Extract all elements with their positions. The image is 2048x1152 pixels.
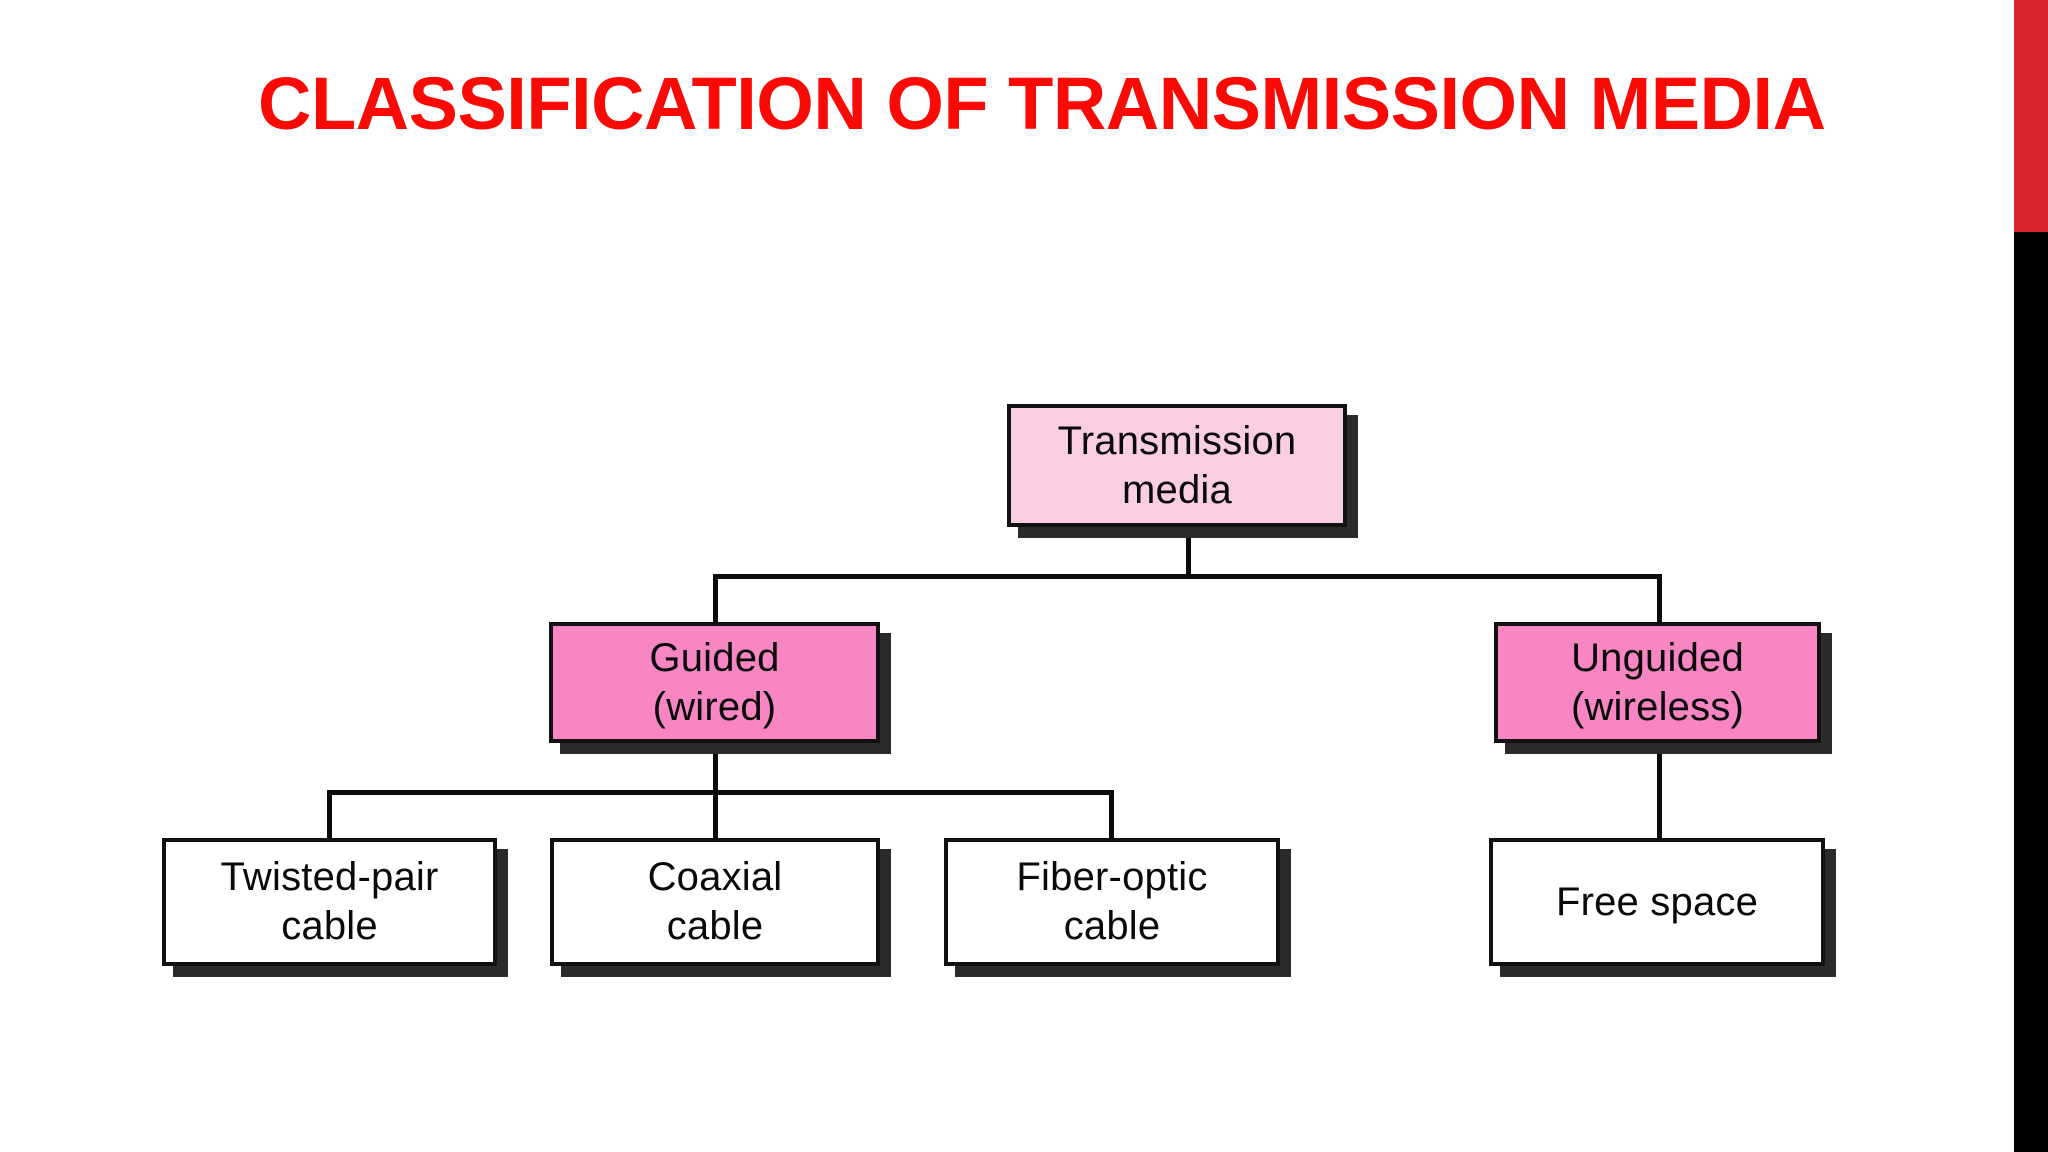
node-label: Twisted-pair cable <box>220 855 439 948</box>
connector-free-space-drop <box>1657 742 1662 840</box>
right-edge-bar-red <box>2014 0 2048 232</box>
node-guided-wired[interactable]: Guided (wired) <box>549 622 880 743</box>
connector-coaxial-drop <box>713 790 718 840</box>
connector-unguided-drop <box>1657 574 1662 622</box>
connector-twisted-pair-drop <box>327 790 332 840</box>
connector-fiber-optic-drop <box>1109 790 1114 840</box>
node-twisted-pair-cable[interactable]: Twisted-pair cable <box>162 838 497 966</box>
node-fiber-optic-cable[interactable]: Fiber-optic cable <box>944 838 1280 966</box>
node-label: Unguided (wireless) <box>1570 635 1745 729</box>
right-edge-bar-black <box>2014 232 2048 1152</box>
page-title: CLASSIFICATION OF TRANSMISSION MEDIA <box>258 62 1826 145</box>
connector-level2-bar <box>327 790 1113 795</box>
node-label: Fiber-optic cable <box>1016 855 1208 948</box>
node-free-space[interactable]: Free space <box>1489 838 1825 966</box>
node-label: Guided (wired) <box>649 635 780 729</box>
node-label: Transmission media <box>1057 418 1297 512</box>
right-edge-gap <box>2011 0 2014 1152</box>
node-coaxial-cable[interactable]: Coaxial cable <box>550 838 880 966</box>
node-label: Free space <box>1555 879 1759 924</box>
node-transmission-media[interactable]: Transmission media <box>1007 404 1347 527</box>
connector-guided-stem <box>713 742 718 792</box>
node-unguided-wireless[interactable]: Unguided (wireless) <box>1494 622 1821 743</box>
connector-level1-bar <box>713 574 1662 579</box>
connector-guided-drop <box>713 574 718 622</box>
node-label: Coaxial cable <box>647 855 783 948</box>
connector-root-stem <box>1186 525 1191 577</box>
